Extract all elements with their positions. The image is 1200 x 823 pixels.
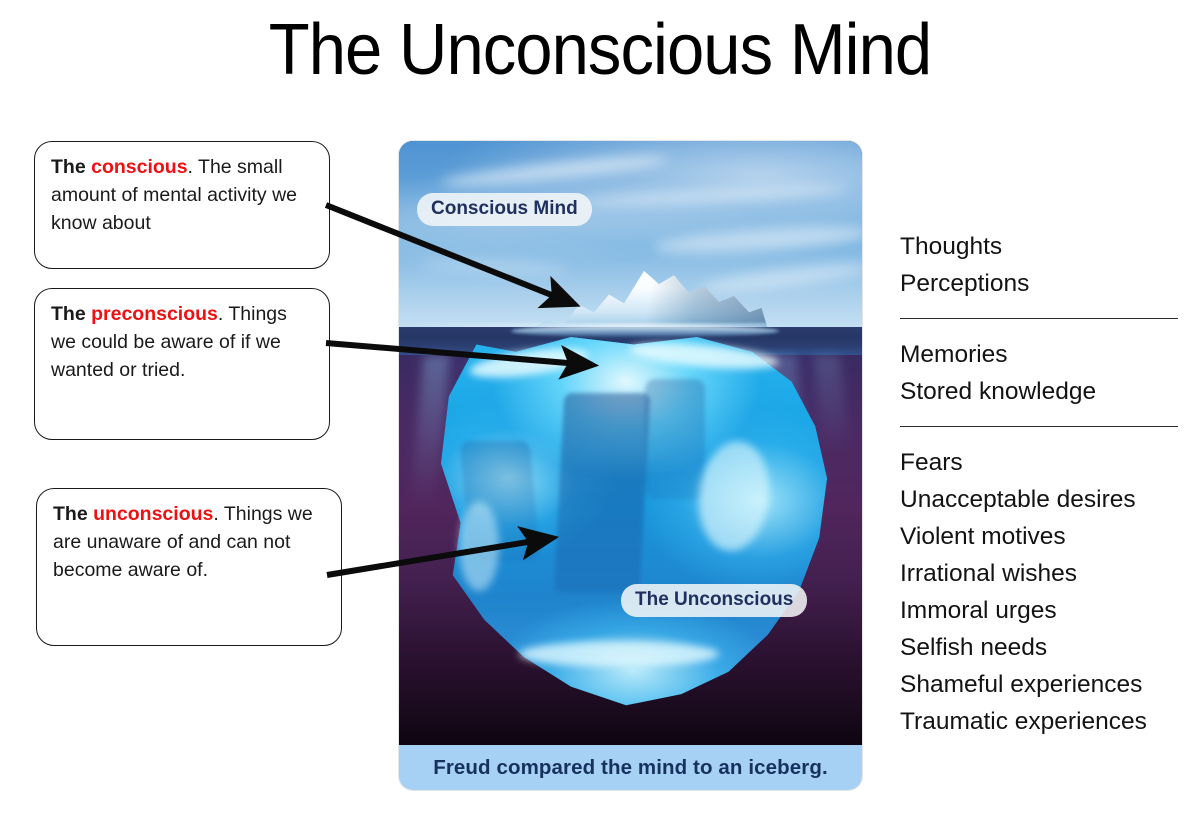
list-item: Thoughts (900, 233, 1003, 260)
iceberg-facet (553, 393, 651, 593)
callout-preconscious-lead: The (51, 303, 92, 325)
list-item: Perceptions (900, 270, 1030, 297)
iceberg-waterline (511, 325, 779, 337)
callout-unconscious-highlight: unconscious (93, 503, 214, 525)
list-item: Memories (900, 341, 1008, 368)
list-item: Stored knowledge (900, 378, 1097, 405)
label-conscious-mind: Conscious Mind (417, 193, 592, 226)
list-group-preconscious: Memories Stored knowledge (900, 336, 1190, 410)
callout-unconscious-lead: The (53, 503, 94, 525)
callout-conscious-body: . The small amount of mental activity we… (51, 156, 298, 234)
list-item: Unacceptable desires (900, 486, 1136, 513)
page-title: The Unconscious Mind (268, 10, 932, 90)
callout-conscious-highlight: conscious (91, 156, 188, 178)
iceberg-highlight (519, 641, 719, 667)
list-item: Traumatic experiences (900, 708, 1147, 735)
iceberg-figure: Conscious Mind The Unconscious Freud com… (399, 141, 862, 790)
callout-unconscious-body: . Things we are unaware of and can not b… (53, 503, 313, 581)
callout-conscious-lead: The (51, 156, 92, 178)
list-item: Selfish needs (900, 634, 1048, 661)
content-lists: Thoughts Perceptions Memories Stored kno… (900, 228, 1190, 740)
label-the-unconscious: The Unconscious (621, 584, 808, 617)
divider (900, 318, 1178, 319)
callout-conscious: The conscious. The small amount of menta… (34, 141, 330, 269)
list-item: Shameful experiences (900, 671, 1143, 698)
figure-caption: Freud compared the mind to an iceberg. (399, 745, 862, 790)
divider (900, 426, 1178, 427)
iceberg-facet (645, 379, 705, 499)
callout-preconscious: The preconscious. Things we could be awa… (34, 288, 330, 440)
callout-preconscious-highlight: preconscious (91, 303, 218, 325)
callout-unconscious: The unconscious. Things we are unaware o… (36, 488, 342, 646)
callout-preconscious-body: . Things we could be aware of if we want… (51, 303, 287, 381)
list-group-conscious: Thoughts Perceptions (900, 228, 1190, 302)
list-item: Fears (900, 449, 963, 476)
iceberg-photo: Conscious Mind The Unconscious (399, 141, 862, 745)
list-item: Violent motives (900, 523, 1066, 550)
list-group-unconscious: Fears Unacceptable desires Violent motiv… (900, 444, 1190, 740)
list-item: Irrational wishes (900, 560, 1078, 587)
list-item: Immoral urges (900, 597, 1057, 624)
iceberg-highlight (459, 501, 499, 591)
